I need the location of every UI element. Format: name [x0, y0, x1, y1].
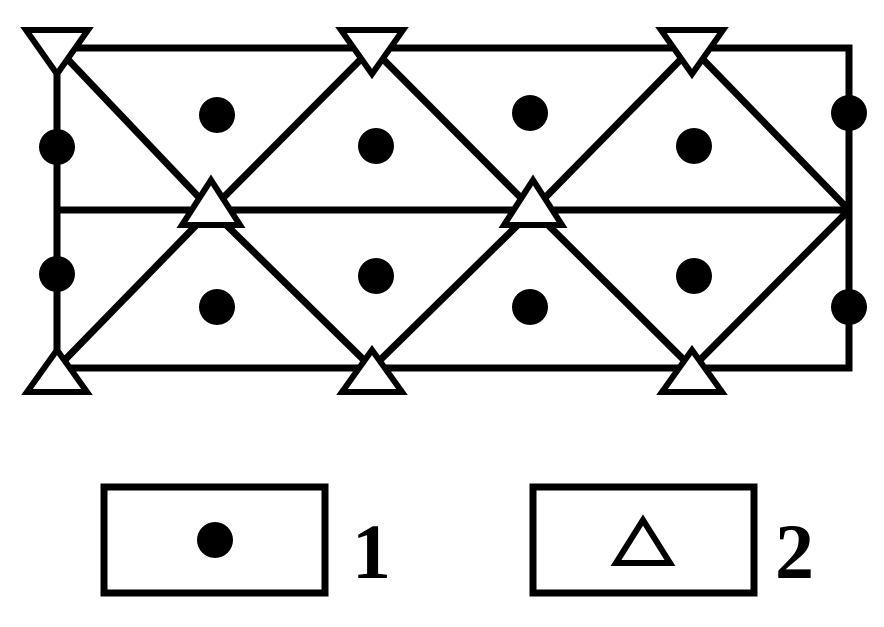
dot-marker — [39, 256, 75, 292]
dot-marker — [512, 95, 548, 131]
legend-triangle-symbol — [610, 514, 676, 566]
triangle-marker — [20, 27, 94, 80]
dot-marker — [199, 97, 235, 133]
legend-box-1 — [100, 483, 329, 597]
legend-box-2 — [529, 483, 758, 597]
dot-marker — [358, 128, 394, 164]
dot-marker — [512, 289, 548, 325]
dot-marker — [199, 289, 235, 325]
triangle-marker — [336, 344, 408, 395]
dot-marker — [676, 258, 712, 294]
dot-marker — [676, 128, 712, 164]
triangle-marker — [498, 174, 568, 228]
dot-marker — [39, 129, 75, 165]
triangle-marker — [335, 27, 409, 80]
triangle-marker — [656, 344, 728, 395]
triangle-marker — [176, 174, 246, 228]
legend-label-2: 2 — [775, 508, 814, 595]
dot-marker — [831, 95, 867, 131]
legend-label-1: 1 — [352, 508, 391, 595]
triangle-marker — [21, 344, 93, 395]
lattice-diagonals — [54, 45, 852, 371]
triangle-marker — [655, 27, 729, 80]
triangle-markers — [20, 27, 729, 395]
dot-marker — [831, 289, 867, 325]
legend-item-1: 1 — [100, 483, 391, 597]
legend-dot-symbol — [197, 522, 233, 558]
legend-item-2: 2 — [529, 483, 814, 597]
dot-markers — [39, 95, 867, 325]
dot-marker — [358, 258, 394, 294]
